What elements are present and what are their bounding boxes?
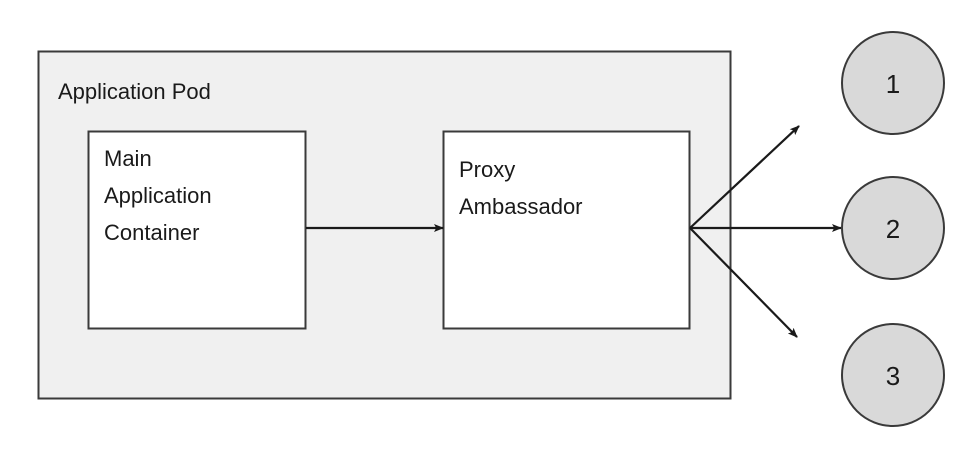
proxy-to-service-3-arrow	[689, 227, 798, 338]
external-service-2-circle	[841, 176, 945, 280]
external-service-1-circle	[841, 31, 945, 135]
external-service-3-label: 3	[886, 361, 900, 391]
external-service-2-label: 2	[886, 214, 900, 244]
proxy-ambassador-container-line-1: Proxy	[459, 157, 515, 182]
main-application-container-line-3: Container	[104, 220, 199, 245]
external-service-1-label: 1	[886, 69, 900, 99]
main-application-container-box	[87, 130, 307, 330]
proxy-to-service-1-arrow	[689, 125, 800, 229]
main-application-container-line-2: Application	[104, 183, 212, 208]
proxy-ambassador-container-box	[442, 130, 691, 330]
main-application-container-line-1: Main	[104, 146, 152, 171]
external-service-3-circle	[841, 323, 945, 427]
application-pod-label: Application Pod	[58, 79, 211, 104]
proxy-ambassador-container-line-2: Ambassador	[459, 194, 583, 219]
